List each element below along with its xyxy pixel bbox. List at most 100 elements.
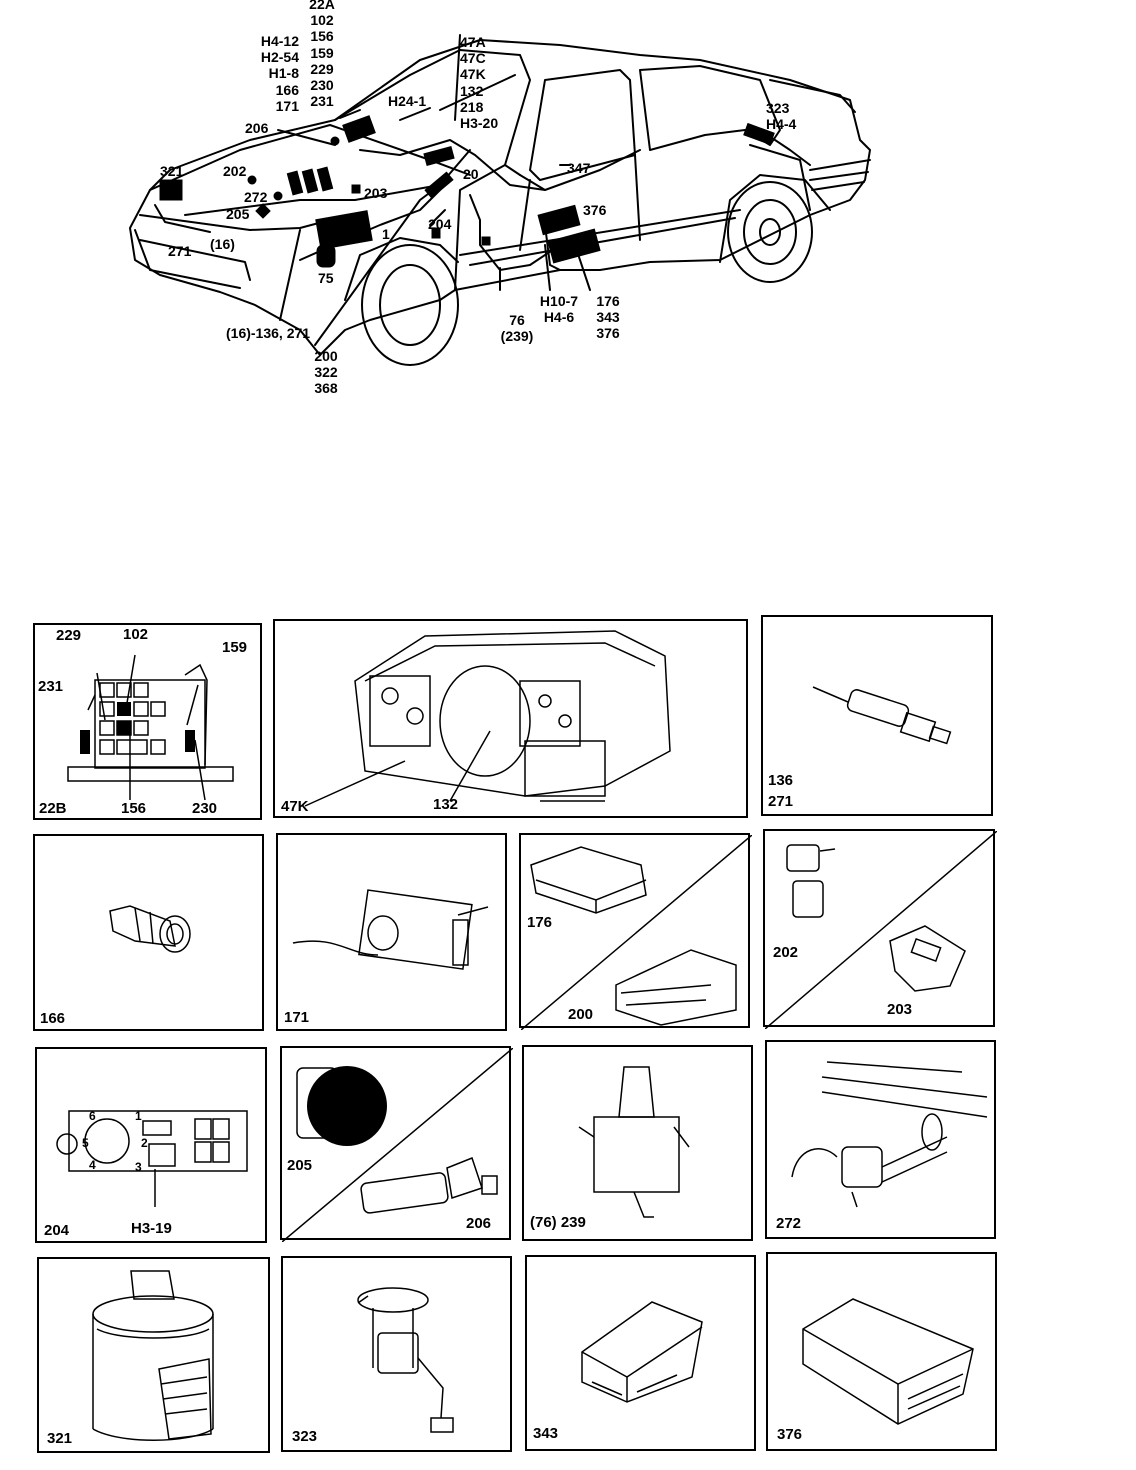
pin-6: 6 [89, 1109, 96, 1123]
car-label: 76 [509, 312, 525, 328]
panel-label-156: 156 [121, 800, 147, 817]
panel-171: 171 [276, 833, 507, 1031]
panel-321: 321 [37, 1257, 270, 1453]
label-16-136-271: (16)-136, 271 [226, 325, 311, 341]
car-label: 343 [596, 309, 620, 326]
label-203: 203 [364, 185, 388, 201]
car-label: 132 [460, 82, 484, 99]
label-205: 205 [226, 206, 250, 222]
panel-label-202: 202 [773, 944, 799, 961]
panel-376: 376 [766, 1252, 997, 1451]
panel-343: 343 [525, 1255, 756, 1451]
panel-272: 272 [765, 1040, 996, 1239]
panel-136: 136 271 [761, 615, 993, 816]
car-label-stack-left: H4-12 H2-54 H1-8 166 171 [247, 33, 299, 114]
panel-176: 176 200 [519, 833, 752, 1030]
car-label: H1-8 [268, 65, 299, 82]
car-label: 200 [314, 348, 338, 364]
label-20: 20 [463, 166, 479, 182]
panel-label-321: 321 [47, 1430, 73, 1447]
car-label: 230 [310, 77, 334, 94]
label-1: 1 [382, 226, 390, 242]
car-illustration [129, 34, 871, 366]
car-label-stack-76: 76 (239) [496, 312, 538, 344]
panel-label-205: 205 [287, 1157, 313, 1174]
car-label: 368 [314, 380, 338, 397]
car-label: 159 [310, 44, 334, 61]
car-label-stack-h10-7: H10-7 H4-6 [534, 293, 584, 325]
panel-22b: 229 102 159 231 22B 156 230 [33, 623, 262, 820]
label-206: 206 [245, 120, 269, 136]
panel-label-136: 136 [768, 772, 794, 789]
panel-label-171: 171 [284, 1009, 310, 1026]
car-label: 156 [310, 28, 334, 45]
panel-label-343: 343 [533, 1425, 559, 1442]
panel-239: (76) 239 [522, 1045, 753, 1241]
panel-label-203: 203 [887, 1001, 913, 1018]
panel-label-272: 272 [776, 1215, 802, 1232]
label-204: 204 [428, 216, 452, 232]
panel-label-166: 166 [40, 1010, 66, 1027]
car-label: 176 [596, 293, 620, 309]
pin-2: 2 [141, 1136, 148, 1150]
car-label: 166 [275, 81, 299, 98]
label-h24-1: H24-1 [388, 93, 427, 109]
car-label: 218 [460, 98, 484, 115]
panel-label-229: 229 [56, 627, 82, 644]
panel-202: 202 203 [763, 829, 997, 1029]
label-75: 75 [318, 270, 334, 286]
pin-4: 4 [89, 1158, 96, 1172]
panel-label-47k: 47K [281, 798, 309, 815]
rear-wheel [727, 181, 813, 283]
car-label-stack-176: 176 343 376 [588, 293, 628, 342]
label-321: 321 [160, 163, 184, 179]
panel-205: 205 206 [280, 1046, 513, 1242]
car-label: H4-6 [543, 309, 575, 326]
panel-47k: 47K 132 [273, 619, 748, 818]
panel-166: 166 [33, 834, 264, 1031]
panel-204: 6 1 5 2 4 3 204 H3-19 [35, 1047, 267, 1243]
panel-label-159: 159 [222, 639, 248, 656]
car-label: 47A [460, 34, 486, 50]
car-label: H2-54 [260, 49, 299, 66]
panel-label-323: 323 [292, 1428, 318, 1445]
car-label: H10-7 [539, 293, 579, 309]
label-202: 202 [223, 163, 247, 179]
car-label: 171 [275, 97, 299, 114]
car-label: 231 [310, 93, 334, 110]
panel-323: 323 [281, 1256, 512, 1452]
car-label-stack-mid: 47A 47C 47K 132 218 H3-20 [460, 34, 510, 131]
car-label-stack-200: 200 322 368 [305, 348, 347, 397]
panel-label-76-239: (76) 239 [530, 1214, 586, 1231]
panel-label-h3-19: H3-19 [131, 1220, 172, 1237]
pin-5: 5 [82, 1136, 89, 1150]
car-label-stack-top: 22A 102 156 159 229 230 231 [297, 0, 347, 109]
panel-label-102: 102 [123, 626, 149, 643]
panel-label-231: 231 [38, 678, 64, 695]
car-label: 376 [596, 325, 620, 342]
pin-1: 1 [135, 1109, 142, 1123]
car-label: 47C [460, 50, 486, 67]
front-wheel [361, 244, 459, 366]
label-271: 271 [168, 243, 192, 259]
car-label: H4-12 [260, 33, 299, 49]
car-label: (239) [500, 328, 534, 345]
panel-label-206: 206 [466, 1215, 492, 1232]
label-h4-4: H4-4 [766, 116, 797, 132]
label-323: 323 [766, 100, 790, 116]
panel-label-22b: 22B [39, 800, 67, 817]
label-272: 272 [244, 189, 268, 205]
car-label: 22A [309, 0, 335, 12]
label-347: 347 [567, 160, 591, 176]
panel-label-376: 376 [777, 1426, 803, 1443]
panel-label-200: 200 [568, 1006, 594, 1023]
label-376: 376 [583, 202, 607, 218]
panel-label-271: 271 [768, 793, 794, 810]
panel-label-176: 176 [527, 914, 553, 931]
panel-label-204: 204 [44, 1222, 70, 1239]
panel-label-132: 132 [433, 796, 459, 813]
label-16: (16) [210, 236, 235, 252]
car-label: 102 [310, 12, 334, 29]
car-label: 229 [310, 60, 334, 77]
car-label: H3-20 [460, 115, 499, 132]
